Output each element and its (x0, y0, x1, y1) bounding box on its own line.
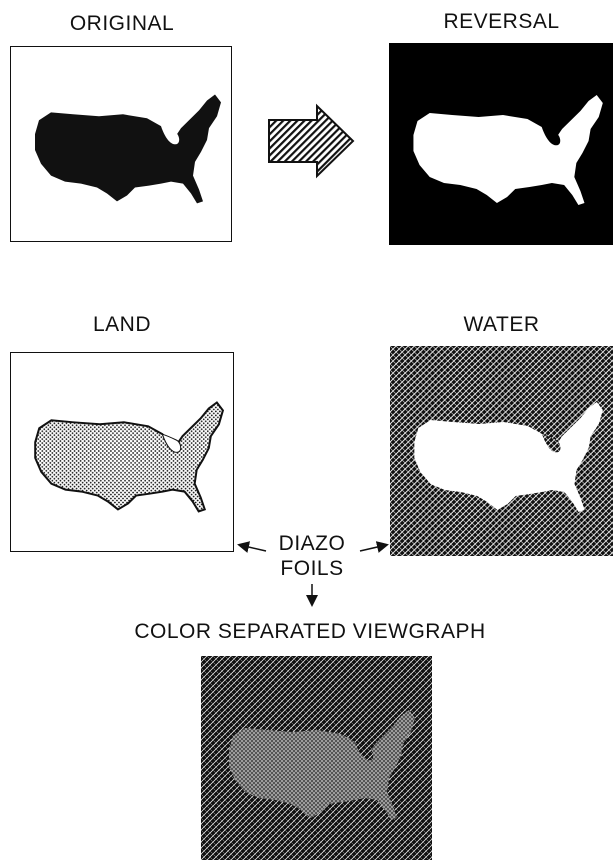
viewgraph-panel (201, 656, 432, 860)
arrow-to-land-icon (240, 545, 266, 551)
result-label: COLOR SEPARATED VIEWGRAPH (90, 620, 530, 644)
viewgraph-map (201, 656, 432, 860)
arrow-to-water-icon (360, 545, 386, 551)
